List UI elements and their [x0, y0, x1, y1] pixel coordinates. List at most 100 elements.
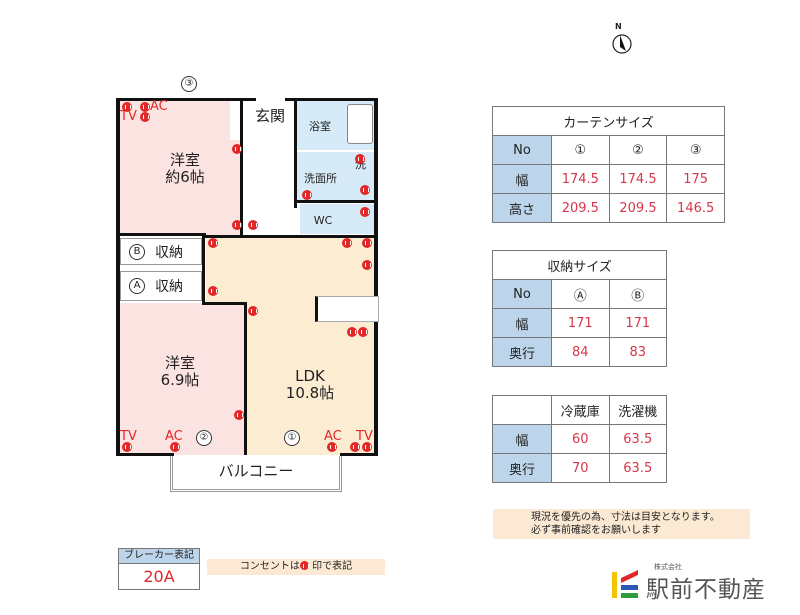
company-name: 駅前不動産	[646, 577, 766, 603]
cell: 70	[551, 453, 610, 483]
cell: 63.5	[608, 424, 667, 454]
row-label-depth: 奥行	[492, 453, 552, 483]
compass-icon	[612, 34, 632, 54]
compass: N	[610, 22, 634, 54]
storage-size-table: 収納サイズ No Ⓐ Ⓑ 幅 171 171 奥行 84 83	[492, 250, 667, 367]
outlet-legend-suffix: 印で表記	[308, 561, 353, 572]
floor-plan: 洋室 約6帖 洋室 6.9帖 LDK 10.8帖 玄関 浴室 洗面所 WC 洗 …	[110, 70, 390, 500]
header-fridge: 冷蔵庫	[551, 395, 610, 425]
cell: 63.5	[608, 453, 667, 483]
washer-mark: 洗	[355, 158, 366, 171]
outlet-icon	[208, 238, 218, 248]
western-room-1-label: 洋室 約6帖	[150, 152, 220, 186]
breaker-label: ブレーカー表記	[119, 549, 199, 564]
header-no: No	[492, 135, 552, 165]
outlet-icon	[140, 102, 150, 112]
row-label-width: 幅	[492, 164, 552, 194]
outlet-icon	[360, 185, 370, 195]
ldk-label: LDK 10.8帖	[275, 368, 345, 402]
header-1: ①	[551, 135, 610, 165]
row-label-depth: 奥行	[492, 337, 552, 367]
western-room-1	[118, 100, 243, 235]
room-name: 洋室	[164, 354, 195, 372]
washroom-label: 洗面所	[304, 172, 337, 185]
header-3: ③	[666, 135, 725, 165]
cell: 146.5	[666, 193, 725, 223]
curtain-size-table: カーテンサイズ No ① ② ③ 幅 174.5 174.5 175 高さ 20…	[492, 106, 725, 223]
western-room-2-label: 洋室 6.9帖	[145, 355, 215, 389]
outlet-icon	[122, 442, 132, 452]
toilet-label: WC	[313, 214, 333, 227]
row-label-width: 幅	[492, 424, 552, 454]
row-label-height: 高さ	[492, 193, 552, 223]
cell: 174.5	[551, 164, 610, 194]
outlet-icon	[208, 286, 218, 296]
header-2: ②	[608, 135, 668, 165]
notice-line-1: 現況を優先の為、寸法は目安となります。	[531, 512, 720, 523]
outlet-icon	[299, 561, 309, 570]
header-no: No	[492, 279, 552, 309]
breaker-box: ブレーカー表記 20A	[118, 548, 200, 590]
outlet-icon	[362, 238, 372, 248]
cell: 60	[551, 424, 610, 454]
outlet-icon	[232, 220, 242, 230]
outlet-icon	[140, 112, 150, 122]
storage-b-mark: B	[129, 243, 145, 260]
outlet-icon	[232, 144, 242, 154]
cell: 171	[551, 308, 610, 338]
outlet-icon	[358, 327, 368, 337]
outlet-icon	[347, 327, 357, 337]
storage-a-label: 収納	[155, 279, 183, 295]
dimension-notice: 現況を優先の為、寸法は目安となります。 必ず事前確認をお願いします	[493, 509, 750, 539]
outlet-icon	[248, 306, 258, 316]
outlet-icon	[302, 190, 312, 200]
balcony-label: バルコニー	[218, 462, 294, 480]
cell: 209.5	[551, 193, 610, 223]
outlet-icon	[360, 207, 370, 217]
window-mark-2: ②	[196, 430, 212, 446]
western-room-2	[118, 303, 245, 455]
outlet-icon	[234, 410, 244, 420]
outlet-legend-prefix: コンセントは	[239, 561, 300, 572]
storage-a: A 収納	[120, 271, 202, 301]
room-size: 約6帖	[165, 168, 205, 186]
hallway	[243, 125, 298, 235]
cell: 84	[551, 337, 610, 367]
window-mark-3: ③	[181, 76, 197, 92]
breaker-value: 20A	[143, 567, 175, 586]
storage-a-mark: A	[129, 278, 145, 294]
balcony: バルコニー	[170, 456, 342, 492]
outlet-icon	[122, 102, 132, 112]
outlet-icon	[248, 220, 258, 230]
tv-label: TV	[120, 109, 137, 124]
tv-label: TV	[356, 429, 373, 444]
outlet-legend: コンセントは 印で表記	[207, 559, 385, 575]
cell: 171	[608, 308, 667, 338]
outlet-icon	[355, 154, 365, 164]
cell: 209.5	[608, 193, 668, 223]
appliance-size-table: 冷蔵庫 洗濯機 幅 60 63.5 奥行 70 63.5	[492, 395, 667, 483]
window-mark-1: ①	[284, 430, 300, 446]
company-logo: 株式会社 駅前不動産	[612, 562, 792, 603]
curtain-table-title: カーテンサイズ	[492, 106, 725, 136]
outlet-icon	[170, 442, 180, 452]
room-name: 洋室	[169, 151, 200, 169]
cell: 83	[608, 337, 667, 367]
row-label-width: 幅	[492, 308, 552, 338]
ac-label: AC	[324, 429, 342, 444]
outlet-icon	[342, 238, 352, 248]
cell: 175	[666, 164, 725, 194]
room-size: 10.8帖	[285, 384, 335, 402]
cell: 174.5	[608, 164, 668, 194]
header-washer: 洗濯機	[608, 395, 667, 425]
ac-label: AC	[165, 429, 183, 444]
bathroom-label: 浴室	[309, 120, 331, 133]
room-size: 6.9帖	[160, 371, 200, 389]
storage-b: B 収納	[120, 238, 202, 265]
entrance-label: 玄関	[254, 107, 285, 125]
room-name: LDK	[295, 367, 325, 385]
kitchen-counter	[315, 296, 379, 322]
outlet-icon	[362, 442, 372, 452]
header-b: Ⓑ	[608, 279, 667, 309]
header-blank	[492, 395, 552, 425]
